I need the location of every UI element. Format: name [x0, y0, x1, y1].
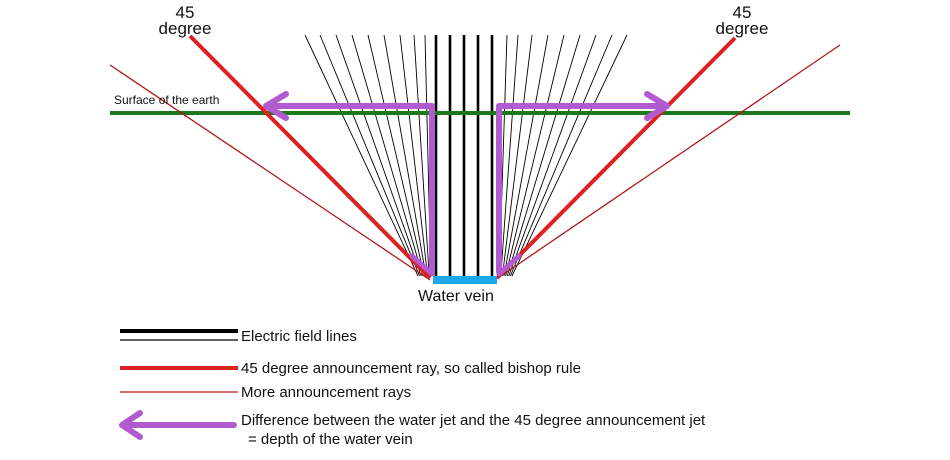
right-angle-label: 45 degree	[712, 3, 772, 38]
legend-symbol-field-lines	[120, 329, 238, 341]
field-line-right-5	[503, 34, 549, 277]
field-line-left-6	[399, 34, 429, 277]
field-line-left-7	[413, 34, 430, 277]
legend-text-red-ray: 45 degree announcement ray, so called bi…	[241, 360, 581, 377]
water-vein-label: Water vein	[418, 288, 494, 305]
left-angle-unit: degree	[158, 19, 212, 38]
field-line-left-0	[304, 34, 419, 277]
left-angle-value: 45	[175, 3, 195, 22]
legend-text-field-lines: Electric field lines	[241, 328, 357, 345]
field-line-left-4	[367, 34, 425, 277]
field-line-left-5	[383, 34, 427, 277]
legend-text-arrow-2: = depth of the water vein	[248, 431, 413, 448]
thin-ray-left	[109, 64, 431, 281]
purple-arrow-icon	[119, 410, 237, 440]
water-vein	[433, 276, 497, 284]
right-angle-value: 45	[732, 3, 752, 22]
field-line-left-1	[319, 34, 421, 277]
left-angle-label: 45 degree	[155, 3, 215, 38]
field-line-right-1	[509, 34, 613, 277]
field-line-left-2	[335, 34, 422, 277]
surface-label: Surface of the earth	[114, 93, 220, 107]
thin-ray-right	[494, 44, 841, 281]
field-line-right-7	[500, 34, 519, 277]
legend-text-arrow: Difference between the water jet and the…	[241, 412, 706, 429]
field-line-right-4	[505, 34, 565, 277]
right-angle-unit: degree	[715, 19, 769, 38]
field-line-left-3	[351, 34, 424, 277]
red-ray-right	[495, 36, 737, 280]
red-ray-left	[188, 34, 432, 280]
legend-text-thin-ray: More announcement rays	[241, 384, 412, 401]
purple-arrow-right	[496, 91, 670, 277]
electric-field-lines	[304, 34, 628, 278]
field-line-right-0	[511, 34, 628, 277]
field-line-right-2	[508, 34, 597, 277]
purple-arrow-left	[263, 91, 435, 277]
field-line-right-6	[501, 34, 533, 277]
field-line-right-3	[506, 34, 581, 277]
